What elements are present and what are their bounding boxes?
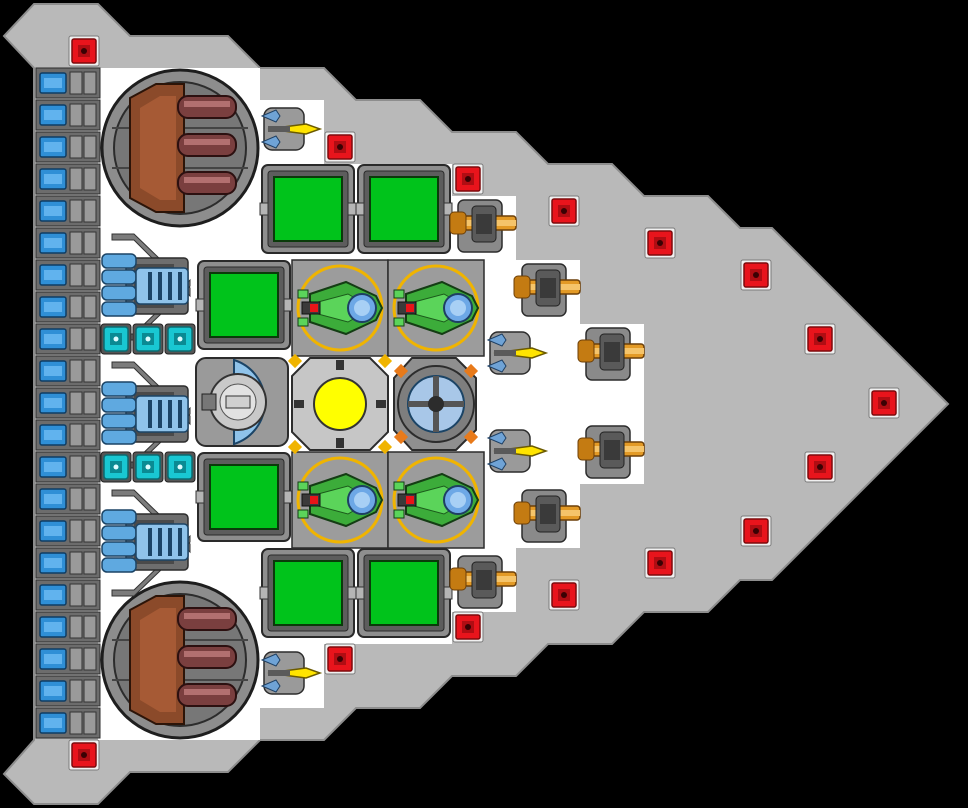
battery-cell[interactable] xyxy=(35,227,101,259)
battery-cell[interactable] xyxy=(35,259,101,291)
armor-block[interactable] xyxy=(68,739,100,771)
armor-block[interactable] xyxy=(324,131,356,163)
green-turret[interactable] xyxy=(386,258,486,358)
armor-block[interactable] xyxy=(644,227,676,259)
armor-block[interactable] xyxy=(740,515,772,547)
armor-block[interactable] xyxy=(548,195,580,227)
armor-block[interactable] xyxy=(804,323,836,355)
drum-turret-top[interactable] xyxy=(100,68,260,228)
green-room[interactable] xyxy=(355,548,453,638)
green-room[interactable] xyxy=(195,452,293,542)
armor-block[interactable] xyxy=(452,163,484,195)
green-turret[interactable] xyxy=(290,258,390,358)
reactor-core[interactable] xyxy=(287,353,393,455)
green-room[interactable] xyxy=(259,548,357,638)
cyan-power-cell[interactable] xyxy=(164,323,196,355)
armor-block[interactable] xyxy=(740,259,772,291)
battery-cell[interactable] xyxy=(35,195,101,227)
battery-cell[interactable] xyxy=(35,547,101,579)
battery-cell[interactable] xyxy=(35,291,101,323)
armor-block[interactable] xyxy=(804,451,836,483)
battery-cell[interactable] xyxy=(35,483,101,515)
gyroscope[interactable] xyxy=(393,357,479,451)
cyan-power-cell[interactable] xyxy=(132,323,164,355)
armor-block[interactable] xyxy=(68,35,100,67)
green-room[interactable] xyxy=(259,164,357,254)
armor-block[interactable] xyxy=(644,547,676,579)
battery-cell[interactable] xyxy=(35,67,101,99)
battery-cell[interactable] xyxy=(35,131,101,163)
armor-block[interactable] xyxy=(452,611,484,643)
green-turret[interactable] xyxy=(290,450,390,550)
battery-cell[interactable] xyxy=(35,611,101,643)
cyan-power-cell[interactable] xyxy=(132,451,164,483)
battery-cell[interactable] xyxy=(35,579,101,611)
cyan-power-cell[interactable] xyxy=(100,323,132,355)
battery-cell[interactable] xyxy=(35,355,101,387)
green-room[interactable] xyxy=(355,164,453,254)
battery-cell[interactable] xyxy=(35,99,101,131)
side-battery-column xyxy=(35,67,101,739)
battery-cell[interactable] xyxy=(35,707,101,739)
shield-generator[interactable] xyxy=(195,357,289,447)
armor-block[interactable] xyxy=(324,643,356,675)
cyan-power-cell[interactable] xyxy=(164,451,196,483)
battery-cell[interactable] xyxy=(35,419,101,451)
battery-cell[interactable] xyxy=(35,387,101,419)
green-turret[interactable] xyxy=(386,450,486,550)
battery-cell[interactable] xyxy=(35,323,101,355)
battery-cell[interactable] xyxy=(35,515,101,547)
armor-block[interactable] xyxy=(548,579,580,611)
battery-cell[interactable] xyxy=(35,163,101,195)
battery-cell[interactable] xyxy=(35,451,101,483)
battery-cell[interactable] xyxy=(35,675,101,707)
battery-cell[interactable] xyxy=(35,643,101,675)
cyan-power-cell[interactable] xyxy=(100,451,132,483)
green-room[interactable] xyxy=(195,260,293,350)
armor-block[interactable] xyxy=(868,387,900,419)
drum-turret-bottom[interactable] xyxy=(100,580,260,740)
